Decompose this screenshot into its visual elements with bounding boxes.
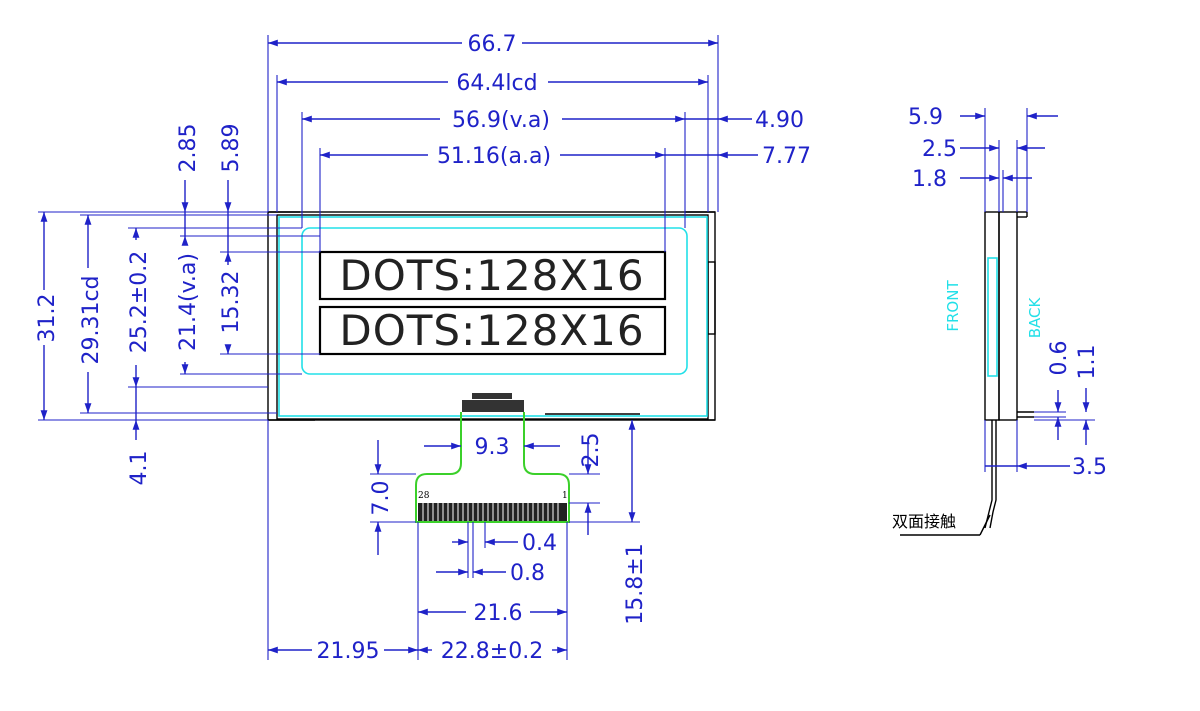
dim-va-height: 21.4(v.a) — [176, 253, 201, 351]
pin-label-28: 28 — [418, 491, 430, 501]
dim-pin-pitch: 0.8 — [510, 561, 545, 586]
dim-fpc-2-5: 2.5 — [579, 433, 604, 468]
dim-top-5-89: 5.89 — [219, 124, 244, 173]
lcd-module-body — [267, 211, 716, 421]
dim-fpc-width: 22.8±0.2 — [441, 639, 543, 664]
dim-va-width: 56.9(v.a) — [452, 108, 550, 133]
dim-lcd-height: 29.31cd — [79, 275, 104, 364]
dim-side-2-5: 2.5 — [922, 137, 957, 162]
side-view: FRONT BACK — [944, 211, 1044, 529]
dim-side-1-8: 1.8 — [912, 167, 947, 192]
dim-inner-height: 25.2±0.2 — [127, 251, 152, 353]
dim-fpc-left: 21.95 — [317, 639, 380, 664]
dim-fpc-7-0: 7.0 — [369, 481, 394, 516]
dim-side-1-1: 1.1 — [1075, 345, 1100, 380]
dim-bottom-4-1: 4.1 — [127, 451, 152, 486]
dim-side-3-5: 3.5 — [1072, 455, 1107, 480]
side-view-dimensions: 5.9 2.5 1.8 0.6 1.1 3.5 双面接触 — [892, 105, 1107, 536]
dim-overall-width: 66.7 — [468, 32, 517, 57]
dim-vertical-left: 31.2 29.31cd 25.2±0.2 21.4(v.a) 15.32 2.… — [35, 124, 320, 486]
dim-pins-span: 21.6 — [474, 601, 523, 626]
display-text-1: DOTS:128X16 — [339, 251, 644, 300]
pin-label-1: 1 — [562, 491, 568, 501]
dim-horizontal-top: 66.7 64.4lcd 56.9(v.a) 51.16(a.a) 4.90 7… — [267, 32, 811, 252]
display-row-2: DOTS:128X16 — [318, 305, 667, 356]
dim-fpc: 9.3 2.5 7.0 15.8±1 0.4 0.8 21.6 — [267, 420, 648, 664]
dim-aa-height: 15.32 — [219, 271, 244, 334]
display-row-1: DOTS:128X16 — [318, 250, 667, 301]
side-back-label: BACK — [1026, 297, 1044, 339]
dim-side-0-6: 0.6 — [1047, 341, 1072, 376]
side-front-label: FRONT — [944, 280, 962, 332]
dim-top-2-85: 2.85 — [176, 124, 201, 173]
dim-aa-width: 51.16(a.a) — [437, 144, 551, 169]
dim-pin-width: 0.4 — [522, 531, 557, 556]
dim-overall-height: 31.2 — [35, 294, 60, 343]
dim-lcd-width: 64.4lcd — [456, 71, 537, 96]
dim-side-5-9: 5.9 — [908, 105, 943, 130]
side-note: 双面接触 — [892, 512, 956, 531]
display-text-2: DOTS:128X16 — [339, 306, 644, 355]
fpc-cable: 28 1 — [415, 393, 570, 523]
dim-fpc-15-8: 15.8±1 — [623, 543, 648, 624]
dim-fpc-neck: 9.3 — [475, 435, 510, 460]
dim-right-va: 4.90 — [755, 108, 804, 133]
dim-right-aa: 7.77 — [762, 144, 811, 169]
